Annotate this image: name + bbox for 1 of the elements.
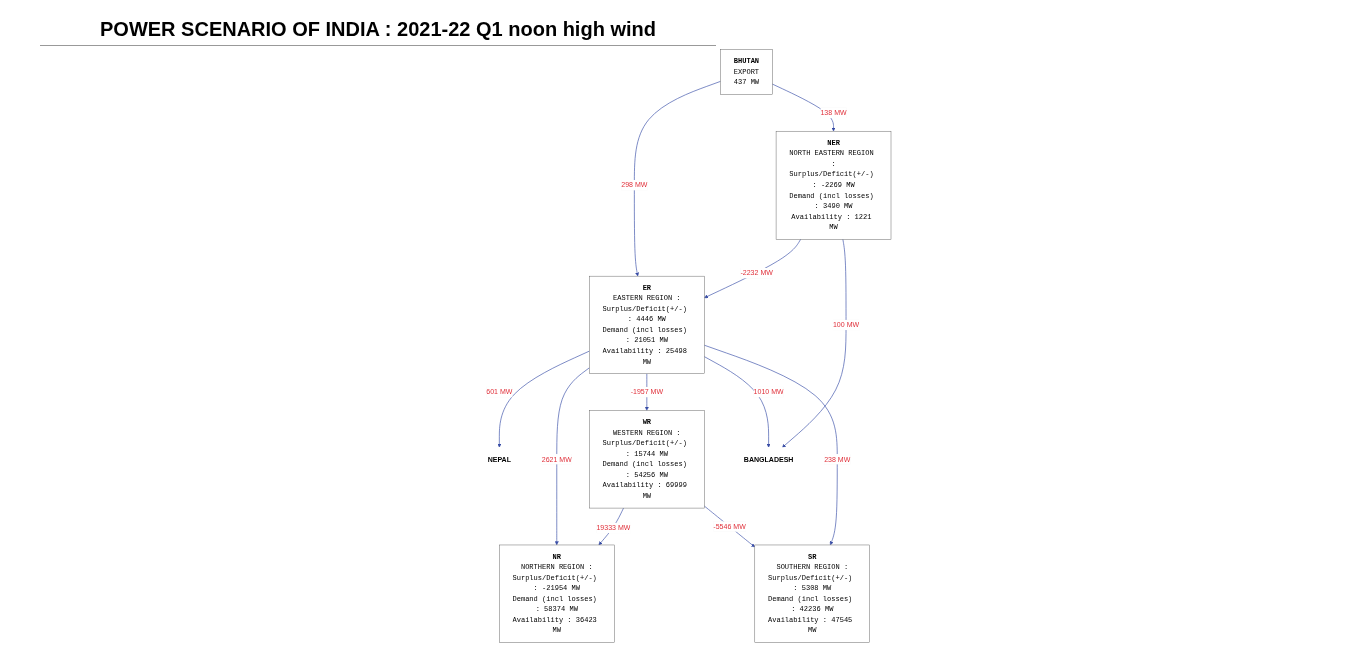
diagram-title: POWER SCENARIO OF INDIA : 2021-22 Q1 noon high wind — [40, 8, 716, 46]
